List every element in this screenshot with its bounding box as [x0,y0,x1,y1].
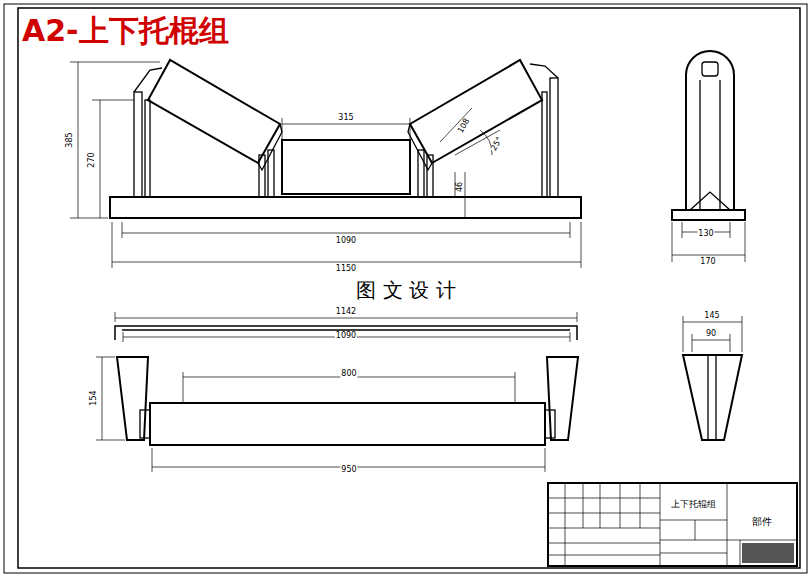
dimension: 1090 [335,332,357,340]
angle-dimension: 25° [489,135,504,153]
dimension: 950 [340,466,357,474]
drawing-title: A2-上下托棍组 [22,14,229,47]
dimension: 46 [456,181,464,193]
dimension: 315 [337,114,354,122]
watermark: 图 文 设 计 [355,280,456,300]
dimension: 1090 [335,237,357,245]
dimension: 145 [703,312,720,320]
dimension: 800 [340,370,357,378]
dimension: 1150 [335,265,357,273]
dimension: 90 [705,330,717,338]
dimension: 385 [66,131,74,148]
dimension: 154 [90,389,98,406]
title-cell: 部件 [751,517,773,527]
dimension: 108 [456,117,472,136]
part-name: 上下托辊组 [670,500,717,509]
dimension: 1142 [335,308,357,316]
dimension: 270 [88,151,96,168]
dimension: 170 [699,258,716,266]
dimension: 130 [697,230,714,238]
